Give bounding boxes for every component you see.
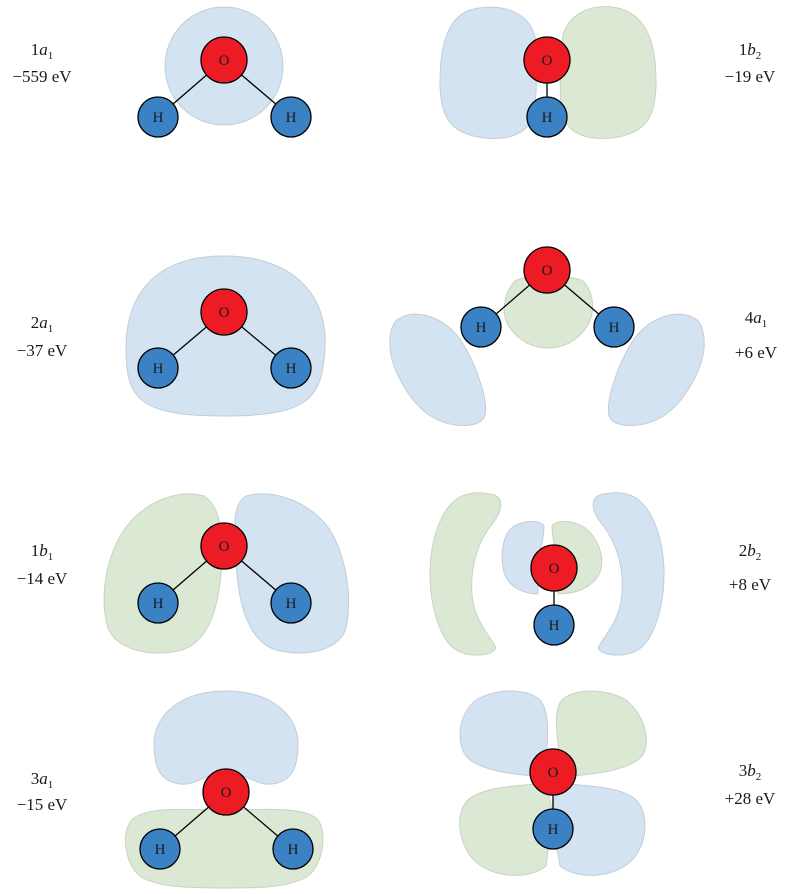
orbital-3a1: O H H: [124, 690, 324, 889]
oxygen-atom-label: O: [219, 539, 230, 555]
hydrogen-atom: [272, 828, 314, 870]
orbital-label-2a1: 2a1 −37 eV: [17, 313, 68, 360]
hydrogen-atom-label: H: [286, 596, 297, 612]
orbital-lobe: [459, 690, 549, 777]
oxygen-atom: [529, 748, 577, 796]
oxygen-atom: [202, 768, 250, 816]
hydrogen-atom-label: H: [609, 320, 620, 336]
hydrogen-atom-label: H: [153, 361, 164, 377]
orbital-energy: +28 eV: [725, 789, 776, 808]
orbital-symbol: 1b1: [31, 541, 54, 563]
hydrogen-atom-label: H: [548, 822, 559, 838]
orbital-1b2: O H: [439, 6, 657, 139]
orbital-2a1: O H H: [125, 255, 326, 417]
hydrogen-atom: [139, 828, 181, 870]
oxygen-atom-label: O: [221, 785, 232, 801]
hydrogen-atom: [137, 96, 179, 138]
orbital-lobe: [607, 313, 705, 426]
orbital-symbol: 1a1: [31, 40, 54, 62]
hydrogen-atom-label: H: [153, 110, 164, 126]
orbital-energy: +6 eV: [735, 343, 778, 362]
orbital-4a1: O H H: [389, 246, 705, 426]
orbital-symbol: 4a1: [745, 308, 768, 330]
hydrogen-atom: [532, 808, 574, 850]
orbital-label-1a1: 1a1 −559 eV: [12, 40, 72, 86]
hydrogen-atom: [137, 582, 179, 624]
hydrogen-atom-label: H: [288, 842, 299, 858]
orbital-symbol: 3a1: [31, 769, 54, 791]
oxygen-atom-label: O: [219, 53, 230, 69]
orbital-lobe: [234, 493, 350, 654]
orbital-energy: −15 eV: [17, 795, 68, 814]
orbital-symbol: 3b2: [739, 761, 762, 783]
hydrogen-atom: [270, 582, 312, 624]
orbital-lobe: [439, 6, 538, 139]
hydrogen-atom: [533, 604, 575, 646]
orbital-energy: −37 eV: [17, 341, 68, 360]
hydrogen-atom: [137, 347, 179, 389]
hydrogen-atom: [460, 306, 502, 348]
orbital-energy: −19 eV: [725, 67, 776, 86]
oxygen-atom: [523, 246, 571, 294]
orbital-energy: −559 eV: [12, 67, 72, 86]
orbital-lobe: [125, 255, 326, 417]
hydrogen-atom-label: H: [542, 110, 553, 126]
hydrogen-atom-label: H: [153, 596, 164, 612]
orbital-lobe: [103, 493, 223, 654]
orbital-1a1: O H H: [137, 6, 312, 138]
oxygen-atom-label: O: [542, 263, 553, 279]
orbital-symbol: 2b2: [739, 541, 762, 563]
hydrogen-atom-label: H: [155, 842, 166, 858]
orbital-lobe: [559, 6, 657, 139]
orbital-label-4a1: 4a1 +6 eV: [735, 308, 778, 362]
orbital-lobe: [503, 275, 593, 349]
hydrogen-atom: [526, 96, 568, 138]
orbital-symbol: 2a1: [31, 313, 54, 335]
orbital-label-1b1: 1b1 −14 eV: [17, 541, 68, 588]
oxygen-atom: [200, 36, 248, 84]
orbital-lobe: [389, 313, 487, 426]
orbital-label-2b2: 2b2 +8 eV: [729, 541, 772, 594]
oxygen-atom-label: O: [219, 305, 230, 321]
hydrogen-atom-label: H: [549, 618, 560, 634]
orbital-energy: +8 eV: [729, 575, 772, 594]
orbital-3b2: O H: [459, 690, 647, 876]
oxygen-atom-label: O: [549, 561, 560, 577]
oxygen-atom: [200, 288, 248, 336]
oxygen-atom-label: O: [548, 765, 559, 781]
oxygen-atom: [200, 522, 248, 570]
hydrogen-atom-label: H: [286, 110, 297, 126]
orbital-symbol: 1b2: [739, 40, 762, 62]
orbital-label-1b2: 1b2 −19 eV: [725, 40, 776, 86]
oxygen-atom: [523, 36, 571, 84]
oxygen-atom: [530, 544, 578, 592]
orbital-lobe: [592, 492, 665, 656]
orbital-1b1: O H H: [103, 493, 350, 654]
oxygen-atom-label: O: [542, 53, 553, 69]
orbital-label-3a1: 3a1 −15 eV: [17, 769, 68, 814]
orbital-2b2: O H: [429, 492, 665, 656]
hydrogen-atom-label: H: [476, 320, 487, 336]
orbital-lobe: [429, 492, 502, 656]
orbital-label-3b2: 3b2 +28 eV: [725, 761, 776, 808]
hydrogen-atom: [270, 96, 312, 138]
orbital-energy: −14 eV: [17, 569, 68, 588]
hydrogen-atom: [593, 306, 635, 348]
orbital-lobe: [124, 808, 324, 889]
hydrogen-atom-label: H: [286, 361, 297, 377]
orbital-lobe: [555, 690, 647, 777]
hydrogen-atom: [270, 347, 312, 389]
